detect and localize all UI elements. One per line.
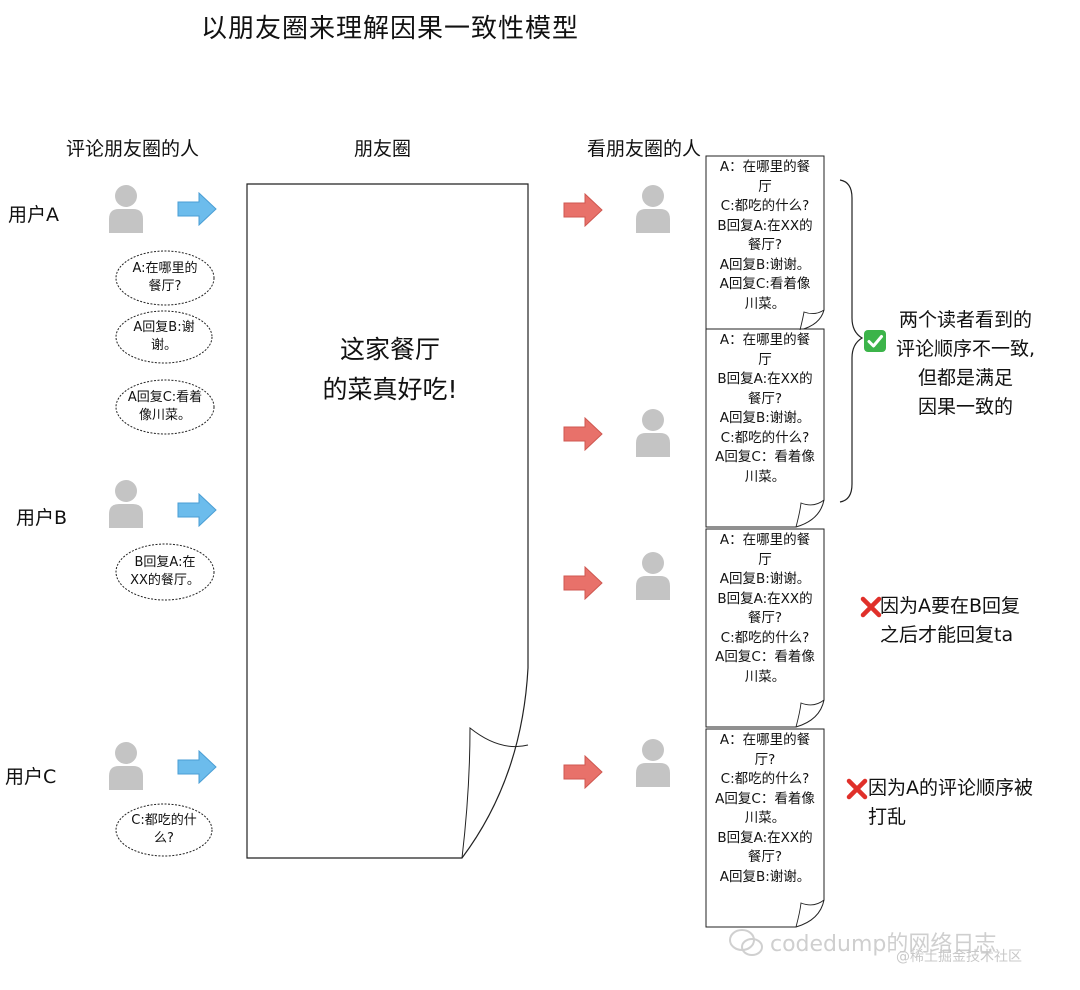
thread-line: A回复B:谢谢。: [719, 571, 811, 587]
viewer-3-thread: A：在哪里的餐 厅 A回复B:谢谢。 B回复A:在XX的 餐厅? C:都吃的什么…: [706, 531, 824, 687]
user-a-arrow: [177, 192, 217, 226]
thread-line: A：在哪里的餐: [719, 332, 811, 348]
user-b-label: 用户B: [16, 507, 68, 529]
thread-line: 餐厅?: [747, 237, 783, 253]
thread-line: A回复C:看着像: [719, 276, 811, 292]
note-violation-1: 因为A要在B回复 之后才能回复ta: [880, 595, 1021, 646]
thread-line: 川菜。: [744, 668, 786, 685]
thread-line: A回复C：看着像: [715, 790, 815, 807]
cross-mark-icon: [846, 778, 868, 804]
header-commenters: 评论朋友圈的人: [66, 138, 200, 160]
cloud-b1-text: B回复A:在 XX的餐厅。: [130, 555, 200, 588]
brace: [839, 179, 864, 503]
thread-line: 厅: [758, 551, 772, 568]
thread-line: B回复A:在XX的: [717, 371, 813, 387]
viewer-4-thread: A：在哪里的餐 厅? C:都吃的什么? A回复C：看着像 川菜。 B回复A:在X…: [706, 731, 824, 887]
thread-line: 餐厅?: [747, 849, 783, 865]
cloud-a1-text: A:在哪里的 餐厅?: [132, 261, 198, 294]
check-mark-icon: [864, 330, 886, 356]
user-b-avatar: [109, 480, 143, 528]
thread-line: C:都吃的什么?: [720, 771, 810, 787]
thread-line: 川菜。: [744, 810, 786, 826]
cloud-a1: [115, 250, 215, 306]
thread-line: C:都吃的什么?: [720, 629, 810, 646]
viewer-1-arrow: [563, 193, 603, 227]
thread-line: 厅?: [754, 751, 776, 768]
viewer-1-avatar: [636, 185, 670, 233]
header-moments: 朋友圈: [354, 138, 412, 160]
user-c-avatar: [109, 742, 143, 790]
thread-line: A回复B:谢谢。: [719, 410, 811, 426]
viewer-4-arrow: [563, 755, 603, 789]
cross-mark-icon: [860, 596, 882, 622]
thread-line: A回复B:谢谢。: [719, 256, 811, 273]
cloud-a3-text: A回复C:看着 像川菜。: [127, 390, 203, 423]
viewer-1-thread: A：在哪里的餐 厅 C:都吃的什么? B回复A:在XX的 餐厅? A回复B:谢谢…: [706, 158, 824, 314]
watermark-main: codedump的网络日志: [770, 932, 997, 957]
user-a-avatar: [109, 185, 143, 233]
thread-line: 餐厅?: [747, 610, 783, 626]
viewer-3-arrow: [563, 566, 603, 600]
cloud-a3: [115, 379, 215, 435]
thread-line: A：在哪里的餐: [719, 532, 811, 548]
cloud-a2-text: A回复B:谢 谢。: [133, 320, 195, 353]
thread-line: C:都吃的什么?: [720, 198, 810, 214]
viewer-2-arrow: [563, 417, 603, 451]
user-c-label: 用户C: [5, 766, 57, 788]
wechat-logo-icon: [728, 928, 764, 962]
cloud-c1-text: C:都吃的什 么?: [131, 813, 197, 846]
thread-line: A回复B:谢谢。: [719, 868, 811, 885]
note-consistent: 两个读者看到的 评论顺序不一致, 但都是满足 因果一致的: [896, 309, 1036, 418]
thread-line: B回复A:在XX的: [717, 590, 813, 607]
viewer-2-thread: A：在哪里的餐 厅 B回复A:在XX的 餐厅? A回复B:谢谢。 C:都吃的什么…: [706, 331, 824, 487]
thread-line: 厅: [758, 178, 772, 195]
post-text: 这家餐厅 的菜真好吃!: [322, 335, 458, 404]
watermark-sub: @稀土掘金技术社区: [896, 949, 1022, 965]
post-page: [246, 183, 529, 859]
header-viewers: 看朋友圈的人: [587, 138, 702, 160]
user-b-arrow: [177, 493, 217, 527]
thread-line: A回复C：看着像: [715, 649, 815, 665]
cloud-a2: [115, 310, 213, 364]
thread-line: A：在哪里的餐: [719, 732, 811, 748]
post-page-curl: [461, 726, 529, 859]
thread-line: C:都吃的什么?: [720, 429, 810, 446]
thread-line: 川菜。: [744, 295, 786, 312]
thread-line: 厅: [758, 351, 772, 368]
viewer-2-avatar: [636, 409, 670, 457]
cloud-c1: [115, 803, 213, 857]
page-title: 以朋友圈来理解因果一致性模型: [200, 14, 579, 44]
thread-line: B回复A:在XX的: [717, 217, 813, 234]
thread-line: A回复C：看着像: [715, 449, 815, 465]
user-c-arrow: [177, 750, 217, 784]
cloud-b1: [115, 543, 215, 601]
note-violation-2: 因为A的评论顺序被 打乱: [868, 777, 1033, 828]
thread-line: B回复A:在XX的: [717, 829, 813, 846]
thread-line: 餐厅?: [747, 390, 783, 407]
viewer-3-avatar: [636, 552, 670, 600]
thread-line: A：在哪里的餐: [719, 159, 811, 175]
viewer-4-avatar: [636, 739, 670, 787]
thread-line: 川菜。: [744, 468, 786, 485]
user-a-label: 用户A: [8, 204, 59, 226]
